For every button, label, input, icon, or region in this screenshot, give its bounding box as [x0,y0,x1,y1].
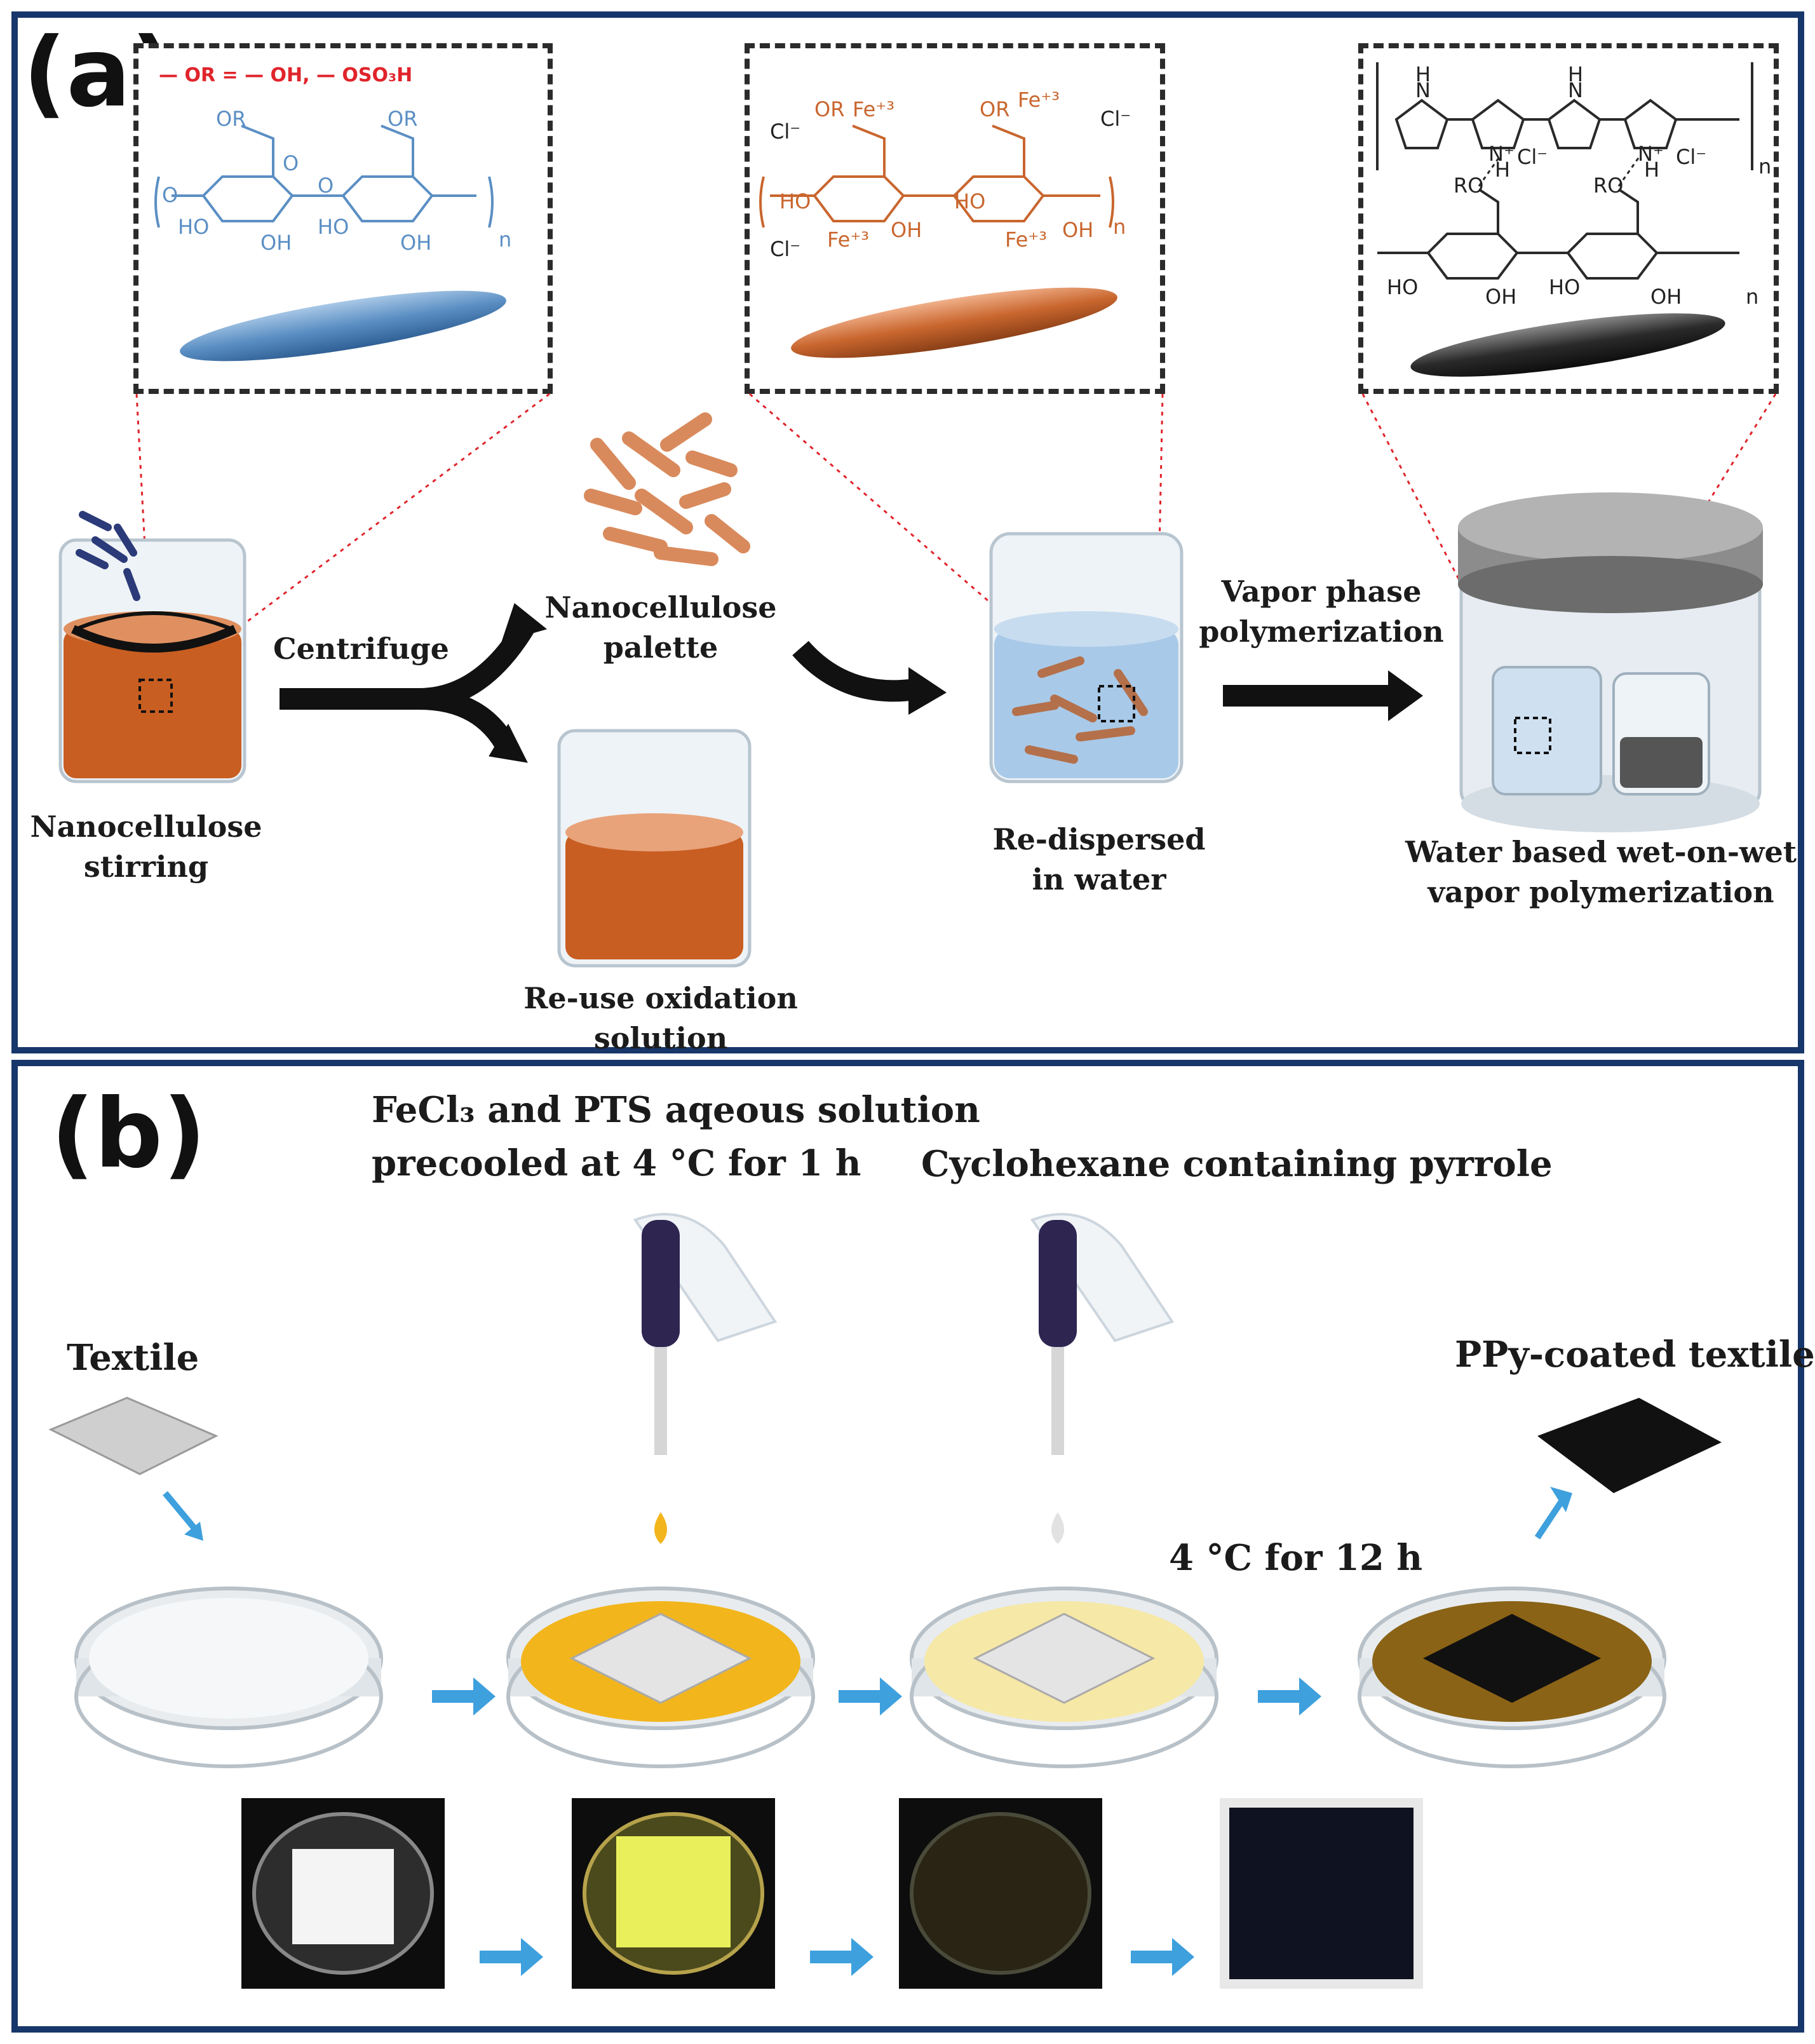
centrifuge-arrows [280,603,548,763]
arrow-to-redispersed [792,640,947,715]
step-arrows-row2 [480,1938,1194,1976]
nanocellulose-rod-blue [180,290,506,362]
dish-cyclohexane [910,1587,1218,1768]
photo-fecl3-dish [572,1798,775,1989]
chem-n-2: N⁺ [1488,142,1515,166]
chem-fe-4: Fe⁺³ [1005,227,1047,252]
fe-cellulose-structure: OR Fe⁺³ OR Fe⁺³ Cl⁻ Cl⁻ Cl⁻ HO HO Fe⁺³ O… [759,88,1131,358]
chem-ho-2: HO [954,189,985,213]
chem-h-2: H [1495,158,1510,182]
chem-oh-1: OH [260,231,292,255]
ppy-cellulose-structure: H N N⁺ H Cl⁻ N H N⁺ H Cl⁻ n RO RO HO OH … [1376,62,1771,377]
pipette-cyclohexane [1030,1213,1175,1544]
chem-oh-1: OH [1485,285,1516,309]
chem-or-1: OR [216,107,246,131]
chem-cl-2: Cl⁻ [1100,107,1131,131]
panel-b-drawings [48,1213,1722,1976]
chem-ro-2: RO [1593,173,1623,198]
chem-ho-2: HO [1549,275,1580,299]
vapor-jar [1458,492,1763,832]
panel-a-drawings [58,412,1763,968]
nanocellulose-palette-rods [584,412,750,566]
dish-ppy [1358,1587,1666,1768]
beaker-reuse [557,729,752,968]
dish-fecl3 [506,1587,815,1768]
chem-oh-2: OH [1650,285,1682,309]
chem-or-1: OR [814,97,844,121]
arrow-textile-out [1534,1498,1566,1540]
beaker-stirring [58,511,246,783]
chem-h-4: H [1644,158,1659,182]
textile-icon [48,1397,219,1475]
nanocellulose-rod-orange [791,287,1117,358]
photo-ppy-textile [1220,1798,1423,1989]
dish-empty [74,1587,383,1768]
chem-ho-1: HO [779,189,811,213]
chem-h-3: H [1568,62,1583,86]
native-cellulose-structure: — OR = — OH, — OSO₃H OR OR HO OH HO OH O… [154,64,511,362]
step-arrows-row1 [432,1677,1321,1716]
chem-ho-1: HO [1387,275,1418,299]
chem-ro-1: RO [1454,173,1483,198]
label-cyclohexane: Cyclohexane containing pyrrole [921,1143,1553,1185]
label-condition: 4 °C for 12 h [1169,1537,1423,1579]
chem-fe-3: Fe⁺³ [827,227,869,252]
chem-ho-1: HO [178,215,209,239]
ppy-textile-icon [1537,1398,1722,1493]
beaker-redispersed [989,532,1184,783]
chem-or-2: OR [388,107,417,131]
chem-n-5: n [1758,154,1771,179]
chem-o-3: O [283,151,299,175]
pipette-fecl3 [633,1213,778,1544]
chem-cl-1: Cl⁻ [1517,145,1548,169]
panel-b-label: (b) [51,1079,206,1189]
chem-ho-2: HO [318,215,349,239]
chem-n-1: N [1415,78,1431,102]
vapor-phase-arrow [1223,670,1423,721]
chem-o-1: O [162,183,178,207]
or-definition: — OR = — OH, — OSO₃H [159,64,412,86]
chem-fe-1: Fe⁺³ [853,97,894,121]
label-textile: Textile [67,1337,199,1379]
chem-cl-1: Cl⁻ [770,119,800,144]
chem-h-1: H [1415,62,1431,86]
chem-or-2: OR [980,97,1009,121]
chem-oh-2: OH [400,231,431,255]
chem-cl-2: Cl⁻ [1676,145,1706,169]
chem-n-4: N⁺ [1638,142,1664,166]
photo-textile-dish [241,1798,445,1989]
chem-oh-2: OH [1062,218,1093,242]
photo-cyclohexane-dish [899,1798,1102,1989]
label-centrifuge: Centrifuge [273,632,449,666]
chem-o-2: O [318,173,334,198]
chem-oh-1: OH [891,218,922,242]
chem-fe-2: Fe⁺³ [1018,88,1060,112]
label-ppy-coated: PPy-coated textile [1455,1334,1815,1376]
chem-n-1: n [499,227,511,252]
chem-n-3: N [1568,78,1583,102]
chem-cl-3: Cl⁻ [770,237,800,261]
chem-n-6: n [1746,285,1758,309]
chem-n-1: n [1113,215,1126,239]
arrow-textile-in [163,1491,199,1534]
nanocellulose-rod-ppy [1410,313,1725,377]
